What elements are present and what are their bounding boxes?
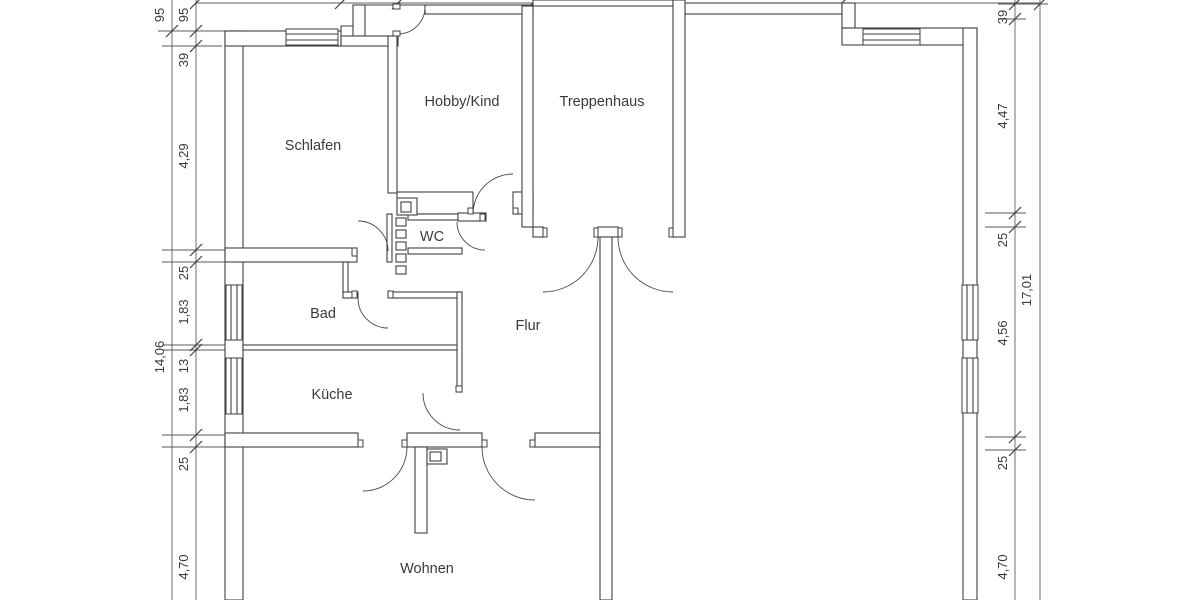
dim-left-25a: 25	[176, 266, 191, 280]
door-arc-treppenhaus-left	[542, 236, 599, 293]
wall-bad-north	[387, 291, 463, 299]
wall-treppenhaus-south-west	[532, 226, 544, 238]
dim-left-4-70: 4,70	[176, 554, 191, 579]
dim-right-4-70: 4,70	[995, 554, 1010, 579]
room-label-kueche: Küche	[311, 387, 352, 403]
room-label-flur: Flur	[516, 318, 541, 334]
dim-right-4-56: 4,56	[995, 320, 1010, 345]
door-arc-kueche	[422, 392, 461, 431]
window-kueche-left	[225, 357, 243, 415]
dim-left-1-83a: 1,83	[176, 299, 191, 324]
room-label-wc: WC	[420, 229, 444, 245]
dim-right-39: 39	[995, 10, 1010, 24]
door-arc-wohnen-right	[481, 446, 536, 501]
door-arc-treppenhaus-right	[617, 236, 674, 293]
dimension-extension-lines-right	[985, 3, 1048, 451]
wall-wohnen-stub	[414, 446, 428, 534]
room-label-treppenhaus: Treppenhaus	[560, 94, 645, 110]
room-labels: Schlafen Hobby/Kind Treppenhaus WC Bad F…	[285, 94, 645, 577]
dim-left-1-83b: 1,83	[176, 387, 191, 412]
wall-schlafen-hobby	[387, 35, 398, 194]
dim-left-39: 39	[176, 53, 191, 67]
room-label-bad: Bad	[310, 306, 336, 322]
dim-left-4-29: 4,29	[176, 143, 191, 168]
wall-wohnen-north-mid	[406, 432, 483, 448]
wall-under-niche	[340, 35, 399, 47]
wall-schlafen-south	[224, 247, 358, 263]
dim-left-25b: 25	[176, 457, 191, 471]
door-arc-wohnen-left	[362, 446, 408, 492]
wall-bad-kueche	[242, 344, 458, 351]
door-arc-entrance-niche	[397, 6, 426, 35]
dim-right-25b: 25	[995, 456, 1010, 470]
shaft-duct-symbol	[395, 197, 418, 275]
wall-treppenhaus-south-pillar	[597, 226, 619, 238]
dimension-labels-right-inner: 39 4,47 25 4,56 25 4,70	[995, 10, 1010, 580]
room-label-wohnen: Wohnen	[400, 561, 454, 577]
door-arc-schlafen	[357, 220, 389, 252]
wall-bad-kueche-east	[456, 291, 463, 393]
window-bad-left	[225, 284, 243, 341]
wall-wc-south	[407, 247, 463, 255]
dim-left-13: 13	[176, 359, 191, 373]
wall-bad-door-west	[342, 291, 359, 299]
room-label-schlafen: Schlafen	[285, 138, 341, 154]
room-label-hobby-kind: Hobby/Kind	[425, 94, 500, 110]
window-right-lower	[961, 357, 979, 414]
dimension-labels-left-outer: 95 14,06	[152, 8, 167, 374]
wall-hobby-top	[424, 4, 534, 15]
wall-wc-west	[386, 213, 393, 263]
door-swing-arcs	[357, 6, 674, 501]
window-right-upper	[961, 284, 979, 341]
wall-wohnen-north-east	[534, 432, 601, 448]
door-arc-hobby-kind	[472, 173, 514, 215]
dimension-labels-right-outer: 17,01	[1019, 274, 1034, 307]
wall-treppenhaus-east	[672, 0, 686, 238]
wall-right-wing-top	[684, 2, 843, 15]
dimension-labels-left-inner: 95 39 4,29 25 1,83 13 1,83 25 4,70	[176, 8, 191, 580]
window-schlafen-top	[285, 28, 339, 46]
interior-walls	[224, 0, 686, 600]
dim-right-25a: 25	[995, 233, 1010, 247]
door-arc-bad	[357, 297, 389, 329]
wall-niche-left	[352, 4, 366, 37]
door-arc-wc	[456, 221, 486, 251]
dim-left-95: 95	[176, 8, 191, 22]
door-jamb-markers	[351, 3, 674, 448]
wall-treppenhaus-top	[532, 0, 674, 7]
window-right-wing-top	[862, 28, 921, 46]
wall-niche-step	[340, 25, 353, 31]
dim-left-total-14-06: 14,06	[152, 341, 167, 374]
dim-right-total-17-01: 17,01	[1019, 274, 1034, 307]
wall-right-step	[841, 2, 856, 29]
wall-hobby-treppenhaus	[521, 5, 534, 228]
windows	[225, 28, 979, 415]
dimension-tick-marks	[165, 0, 1045, 457]
dim-right-4-47: 4,47	[995, 103, 1010, 128]
wall-kueche-south-west	[224, 432, 359, 448]
chimney-box-inner	[429, 451, 442, 462]
wall-flur-divider	[599, 236, 613, 600]
dim-left-outer-95: 95	[152, 8, 167, 22]
